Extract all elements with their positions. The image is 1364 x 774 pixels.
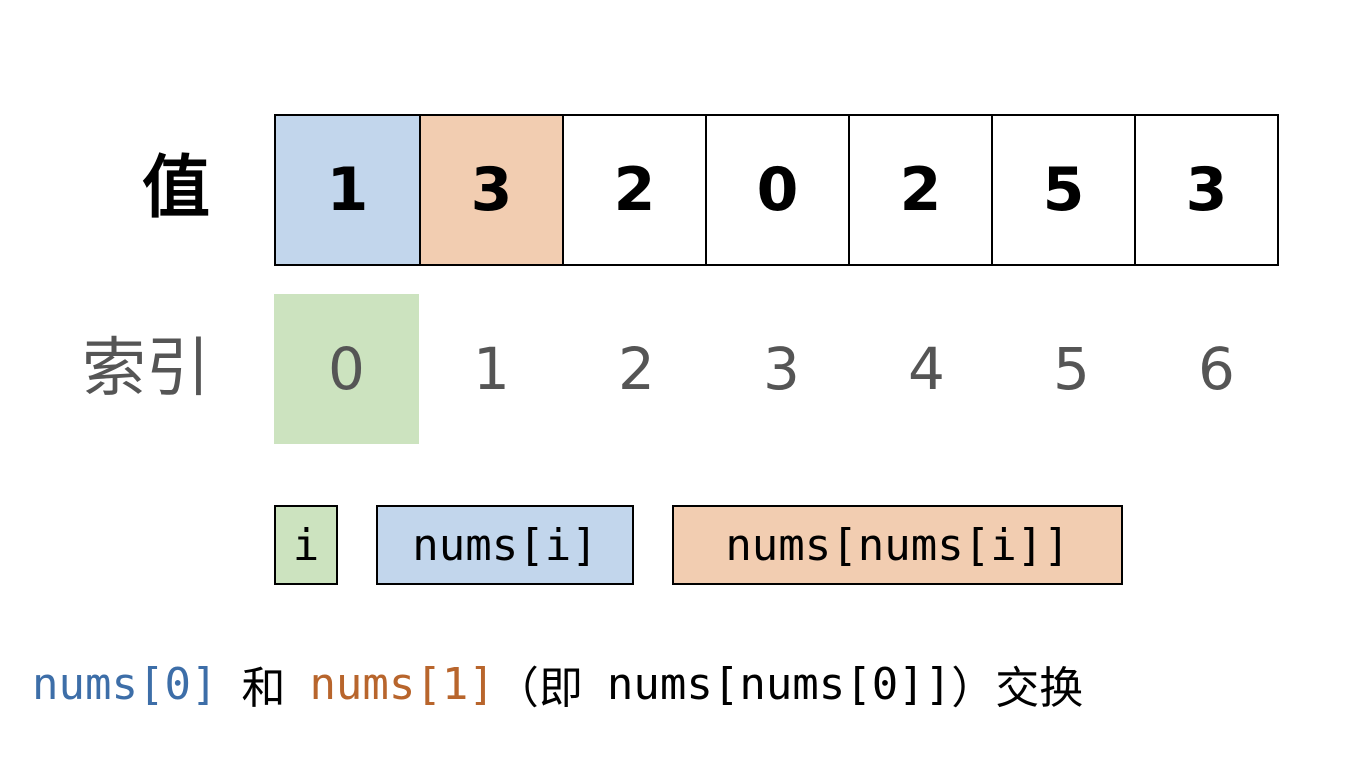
index-cell: 4 xyxy=(908,335,945,403)
index-cell-i: 0 xyxy=(274,294,419,444)
value-cell: 2 xyxy=(562,116,705,264)
index-cell: 2 xyxy=(618,335,655,403)
caption-conjunction: 和 xyxy=(241,663,286,714)
caption-expression: nums[nums[0]] xyxy=(606,658,952,710)
legend-nums-nums-i: nums[nums[i]] xyxy=(672,505,1123,585)
caption-part-b: nums[1] xyxy=(309,658,495,710)
value-cell: 5 xyxy=(991,116,1134,264)
legend-nums-i: nums[i] xyxy=(376,505,634,585)
caption-paren-open: （即 xyxy=(494,663,583,714)
index-row-label: 索引 xyxy=(82,332,210,406)
index-cell: 6 xyxy=(1198,335,1235,403)
value-cell-nums-nums-i: 3 xyxy=(419,116,562,264)
value-cell: 2 xyxy=(848,116,991,264)
swap-caption: nums[0] 和 nums[1] （即 nums[nums[0]] ） 交换 xyxy=(32,652,1083,716)
caption-action: 交换 xyxy=(995,663,1084,714)
value-cell: 0 xyxy=(705,116,848,264)
caption-paren-close: ） xyxy=(951,663,996,714)
value-cell-nums-i: 1 xyxy=(276,116,419,264)
value-row-label: 值 xyxy=(141,149,210,228)
value-array: 1 3 2 0 2 5 3 xyxy=(274,114,1279,266)
value-cell: 3 xyxy=(1134,116,1277,264)
index-cell: 1 xyxy=(473,335,510,403)
caption-part-a: nums[0] xyxy=(32,658,218,710)
index-cell: 5 xyxy=(1053,335,1090,403)
legend-i: i xyxy=(274,505,338,585)
index-cell: 3 xyxy=(763,335,800,403)
index-array: 0 1 2 3 4 5 6 xyxy=(274,294,1289,444)
